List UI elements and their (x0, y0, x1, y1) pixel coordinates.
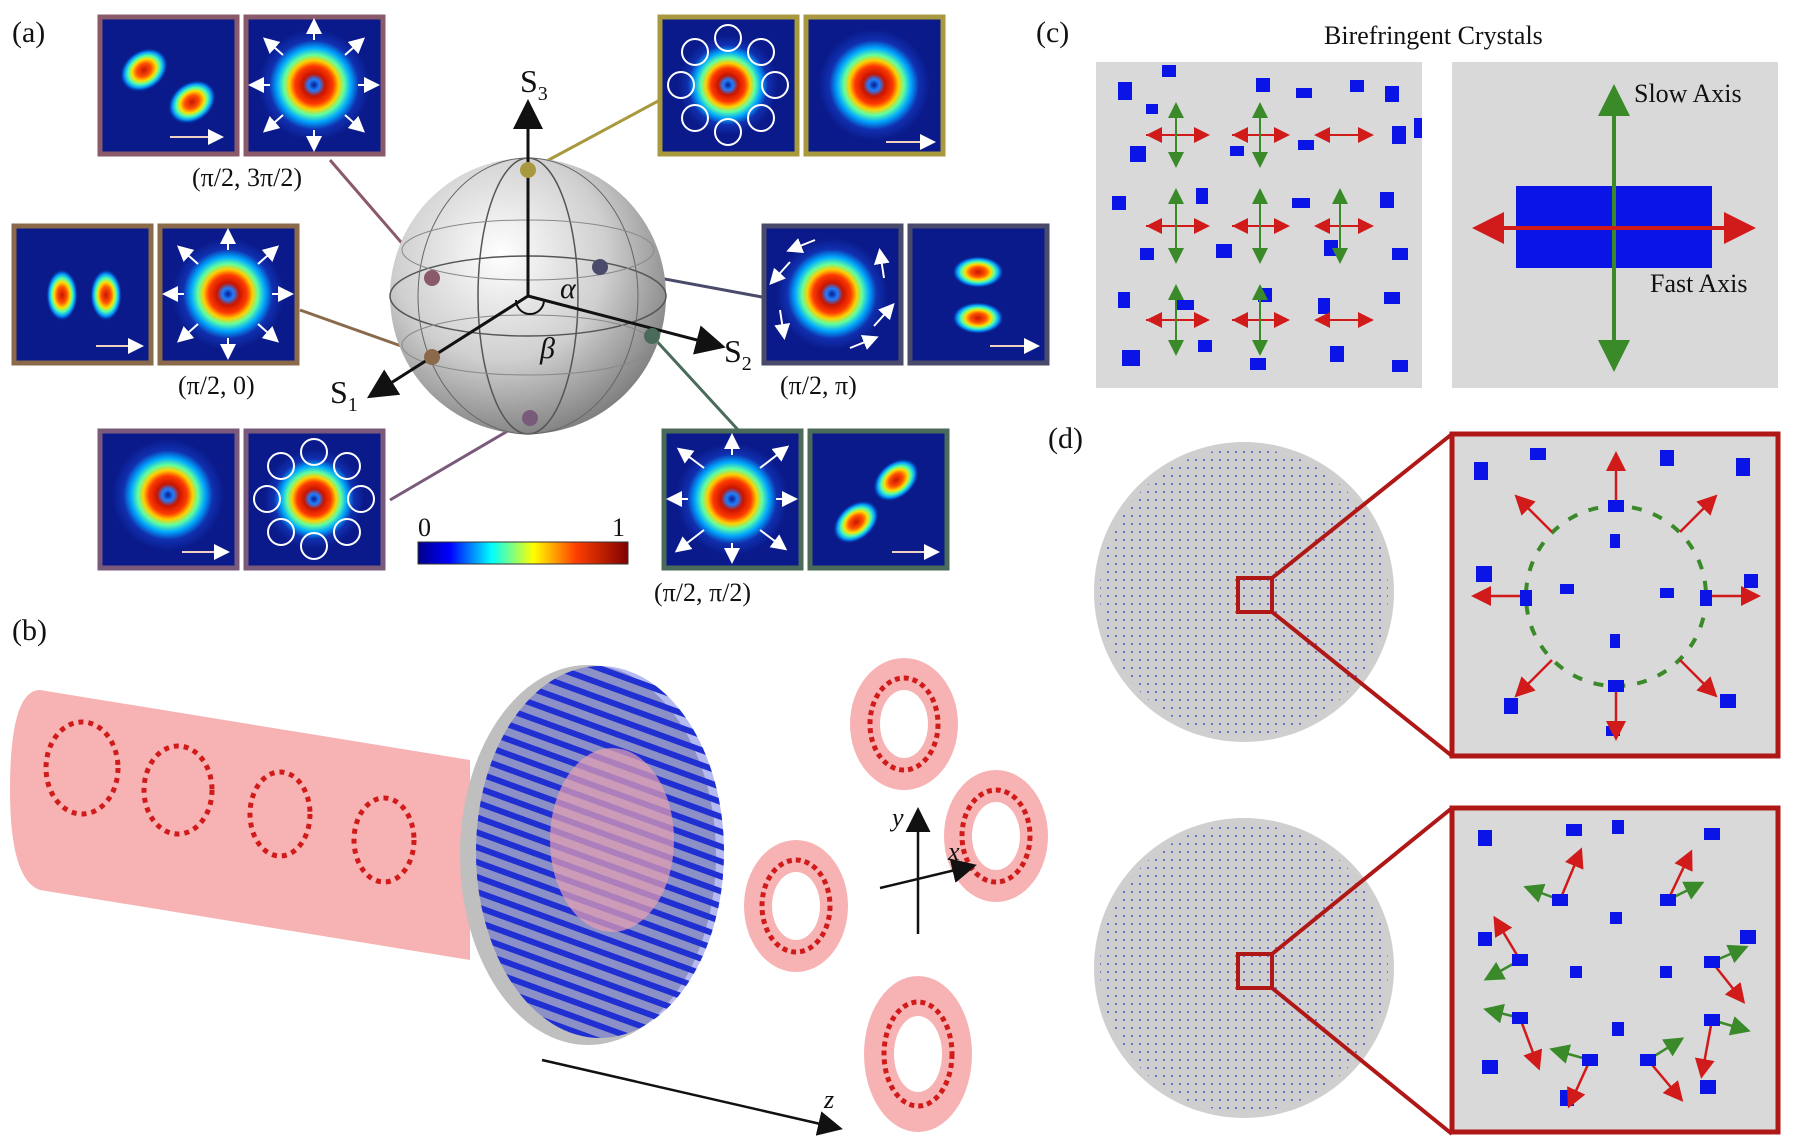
mode-pair-top-right (657, 14, 946, 157)
sphere-point-c (522, 410, 538, 426)
zoom-panel-bottom (1449, 805, 1781, 1135)
s2-label: S2 (724, 333, 752, 375)
zoom-top-arrows (1471, 451, 1761, 741)
axes-b (541, 807, 977, 1136)
panel-a: (a) S3 (11, 14, 1050, 607)
panel-c-label: (c) (1036, 16, 1069, 49)
mode-pair-bottom-right: (π/2, π/2) (654, 428, 950, 607)
panel-b: (b) (10, 614, 1048, 1136)
panel-d: (d) (1048, 422, 1781, 1136)
mode-pair-top-left: (π/2, 3π/2) (97, 14, 386, 192)
mode-pair-mid-left: (π/2, 0) (11, 223, 300, 400)
zoom-bottom-arrows (1483, 847, 1751, 1109)
zoom-top-crystals (1474, 448, 1758, 736)
panel-c: (c) Birefringent Crystals (1036, 16, 1778, 388)
axis-x-label: x (947, 837, 960, 866)
poincare-sphere (366, 99, 726, 435)
s3-label: S3 (520, 63, 548, 105)
beta-label: β (539, 332, 555, 365)
s1-axis (366, 294, 529, 399)
s2-axis (527, 294, 726, 355)
beam-polarization-rings (43, 719, 417, 885)
output-rings (744, 658, 1048, 1132)
coord-mid-left: (π/2, 0) (178, 371, 255, 400)
colorbar-min: 0 (418, 513, 431, 542)
coord-bottom-right: (π/2, π/2) (654, 578, 751, 607)
alpha-label: α (560, 272, 577, 305)
sphere-point-a (424, 270, 440, 286)
zoom-box-top (1236, 576, 1274, 614)
coord-top-left: (π/2, 3π/2) (192, 163, 302, 192)
panel-b-label: (b) (12, 614, 47, 647)
s1-label: S1 (330, 374, 358, 416)
sphere-point-s1 (424, 349, 440, 365)
beam (10, 690, 470, 960)
slow-axis-label: Slow Axis (1634, 79, 1742, 108)
colorbar: 0 1 (417, 513, 629, 565)
axis-z-label: z (823, 1085, 834, 1114)
sphere-point-s2 (644, 328, 660, 344)
mode-pair-bottom-left (97, 428, 386, 571)
beam-spot (550, 748, 674, 932)
mode-pair-mid-right: (π/2, π) (761, 223, 1050, 400)
fast-axis-label: Fast Axis (1650, 269, 1748, 298)
panel-d-label: (d) (1048, 422, 1083, 455)
coord-mid-right: (π/2, π) (780, 371, 857, 400)
zoom-box-bottom (1236, 952, 1274, 990)
panel-c-title: Birefringent Crystals (1324, 21, 1543, 50)
axis-y-label: y (889, 803, 904, 832)
crystal-axis-arrows (1146, 102, 1374, 356)
sphere-point-s3 (520, 162, 536, 178)
colorbar-max: 1 (612, 513, 625, 542)
sphere-point-b (592, 259, 608, 275)
panel-a-label: (a) (12, 16, 45, 49)
